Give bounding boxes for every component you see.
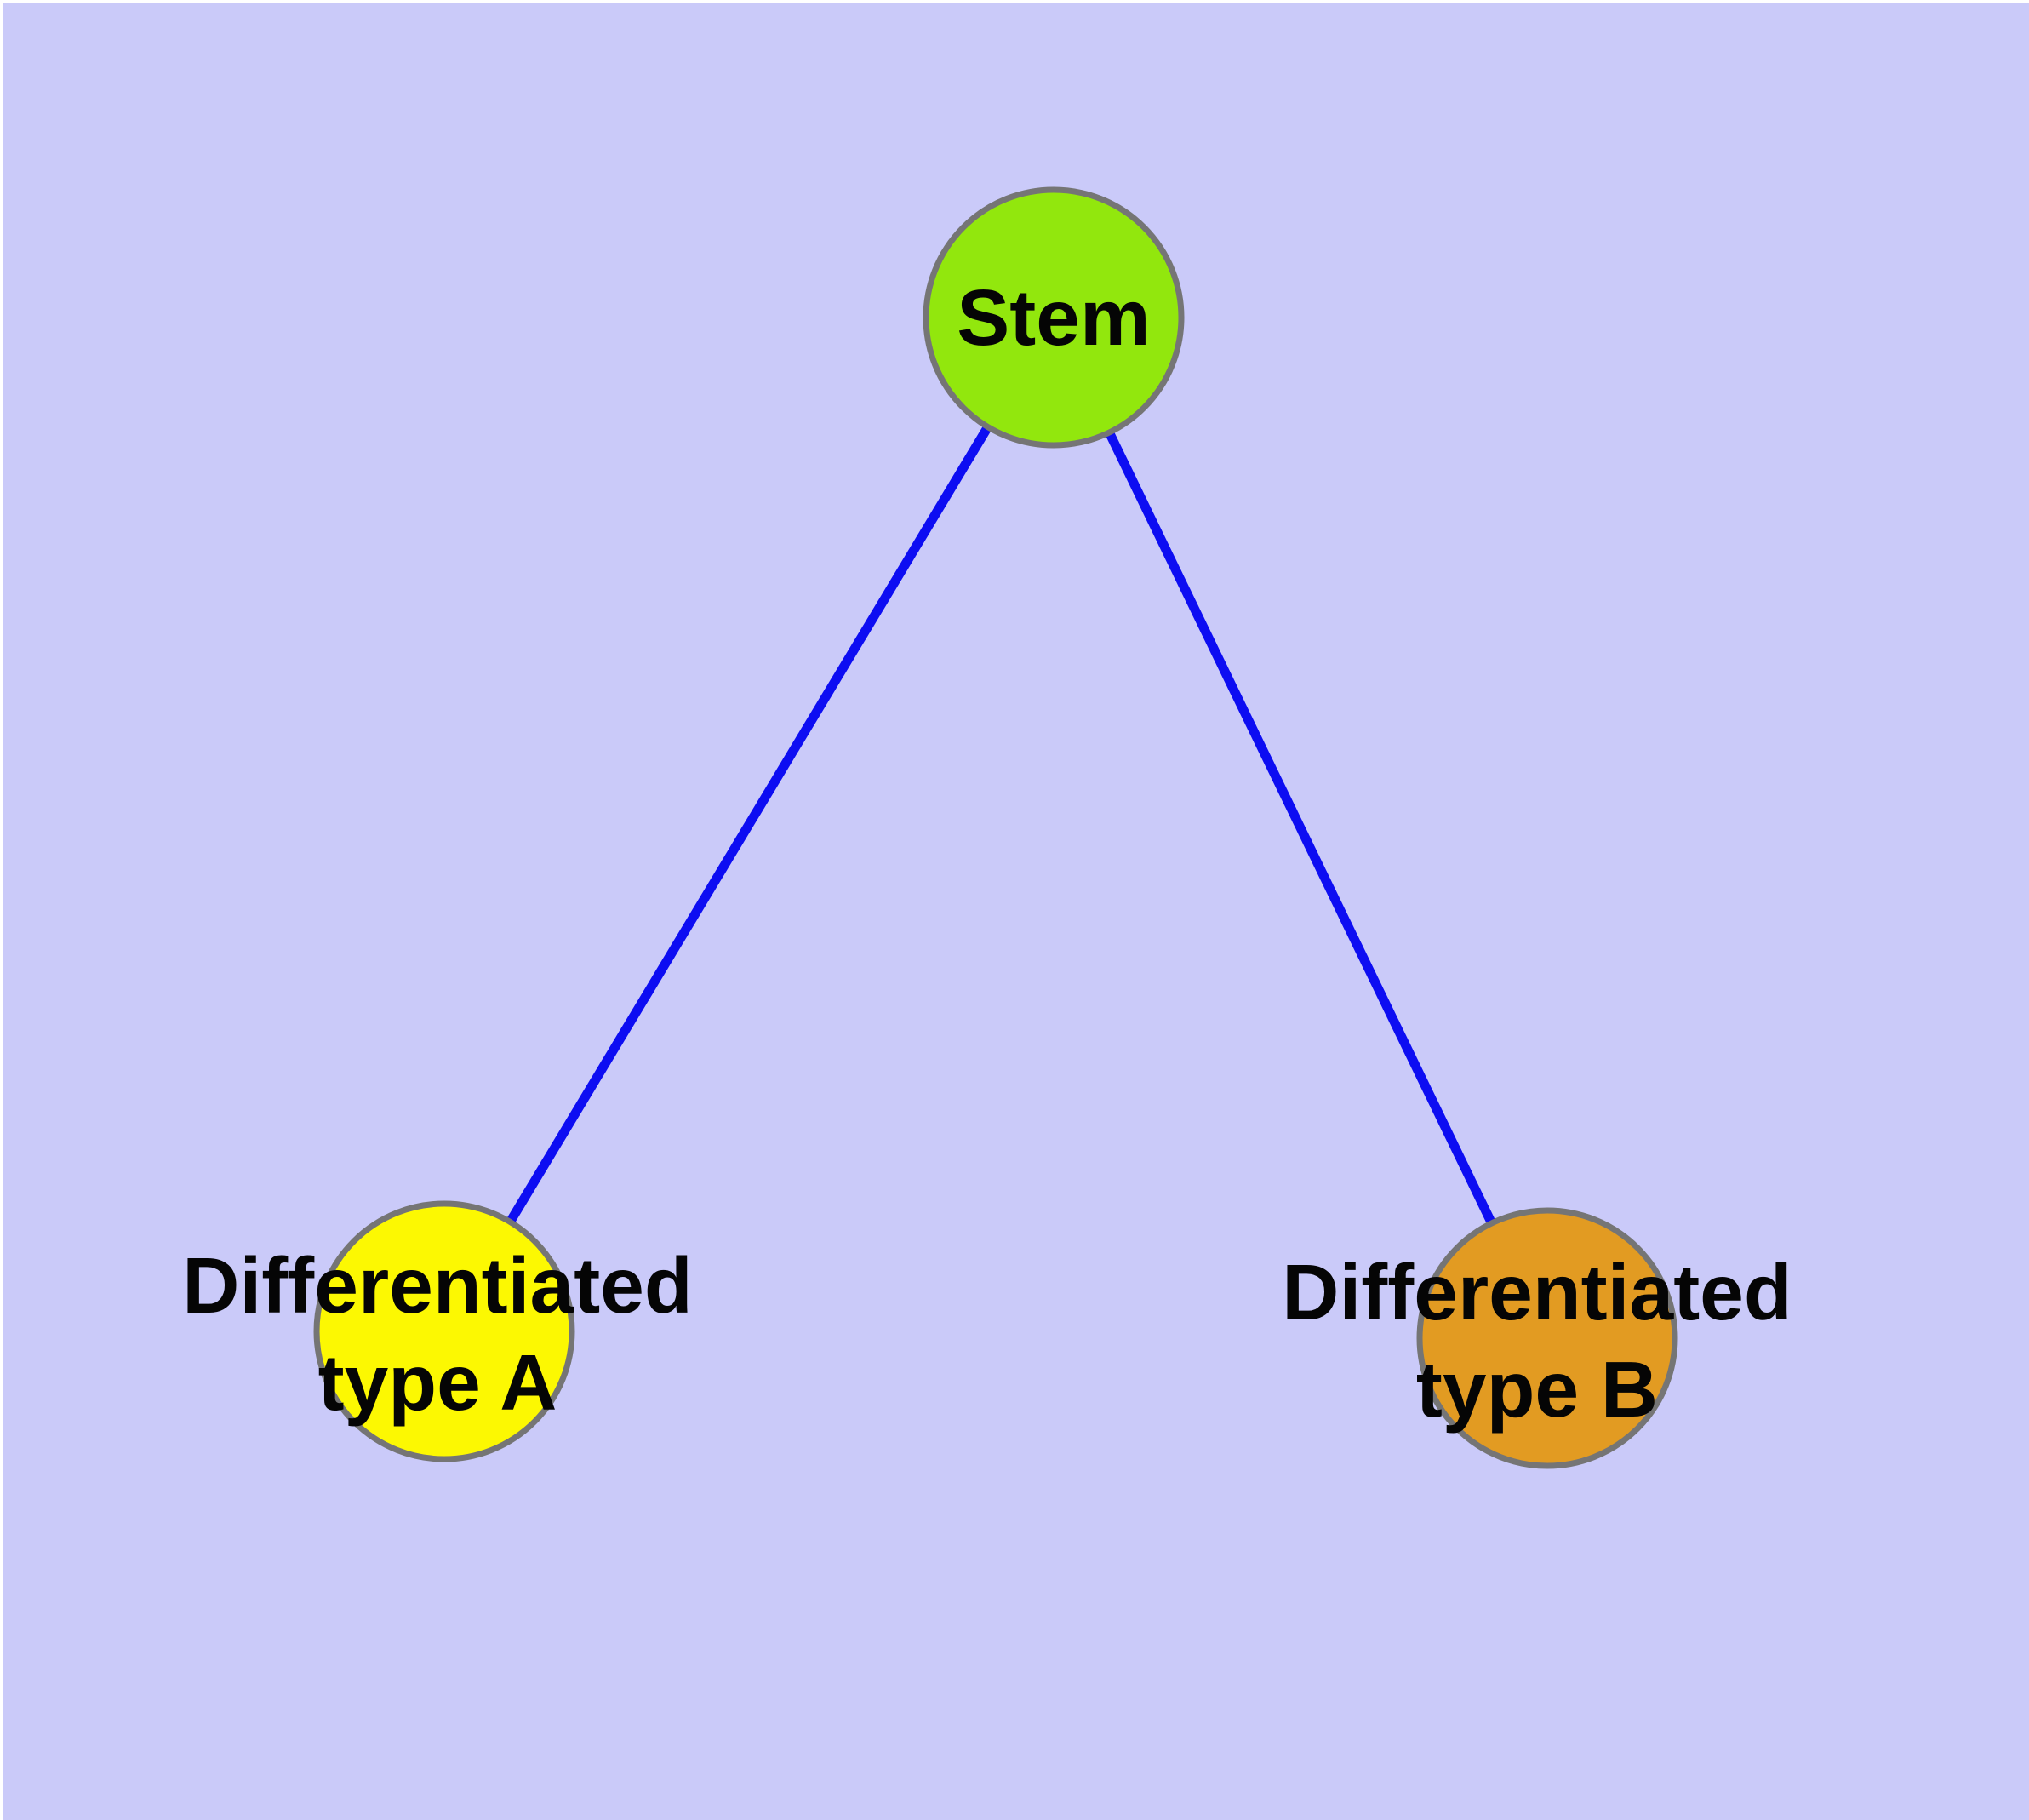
edge-stem-to-type-a	[440, 315, 1058, 1334]
node-stem-circle	[923, 186, 1185, 449]
node-differentiated-type-b: Differentiated type B	[1282, 1207, 1792, 1469]
node-differentiated-type-a-label-line1: Differentiated	[182, 1241, 692, 1330]
node-differentiated-type-a-label-line2: type A	[318, 1338, 557, 1427]
node-differentiated-type-b-label-line2: type B	[1416, 1345, 1658, 1434]
node-differentiated-type-b-circle	[1416, 1207, 1678, 1469]
node-differentiated-type-a-circle	[313, 1200, 575, 1462]
edge-stem-to-type-b	[1049, 315, 1552, 1341]
node-differentiated-type-b-label-line1: Differentiated	[1282, 1248, 1792, 1336]
node-differentiated-type-a: Differentiated type A	[182, 1200, 693, 1462]
node-stem: Stem	[923, 186, 1185, 449]
node-stem-label: Stem	[957, 273, 1150, 362]
